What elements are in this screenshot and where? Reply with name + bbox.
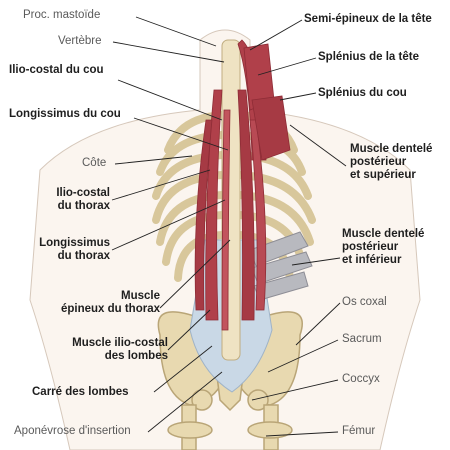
label-ilio-costal-cou: Ilio-costal du cou (9, 64, 104, 77)
label-dentele-inferieur: Muscle dentelé postérieur et inférieur (342, 228, 424, 267)
label-femur: Fémur (342, 425, 375, 438)
label-longissimus-thorax-line1: Longissimus (28, 237, 110, 250)
label-vertebre: Vertèbre (58, 35, 101, 48)
label-longissimus-thorax: Longissimus du thorax (28, 237, 110, 263)
label-longissimus-thorax-line2: du thorax (28, 250, 110, 263)
label-proc-mastoide: Proc. mastoïde (23, 9, 100, 22)
label-longissimus-cou: Longissimus du cou (9, 108, 121, 121)
label-cote: Côte (82, 157, 106, 170)
label-epineux-thorax-line2: épineux du thorax (50, 303, 160, 316)
label-dentele-superieur-line2: postérieur (350, 156, 432, 169)
label-sacrum: Sacrum (342, 333, 382, 346)
label-coccyx: Coccyx (342, 373, 380, 386)
label-ilio-costal-thorax-line2: du thorax (40, 200, 110, 213)
label-dentele-inferieur-line1: Muscle dentelé (342, 228, 424, 241)
label-ilio-costal-thorax: Ilio-costal du thorax (40, 187, 110, 213)
label-carre-lombes: Carré des lombes (32, 386, 129, 399)
label-iliocostal-lombes-line2: des lombes (28, 350, 168, 363)
label-dentele-inferieur-line3: et inférieur (342, 254, 424, 267)
label-iliocostal-lombes: Muscle ilio-costal des lombes (28, 337, 168, 363)
label-iliocostal-lombes-line1: Muscle ilio-costal (28, 337, 168, 350)
label-epineux-thorax-line1: Muscle (50, 290, 160, 303)
label-ilio-costal-thorax-line1: Ilio-costal (40, 187, 110, 200)
label-dentele-superieur-line3: et supérieur (350, 169, 432, 182)
label-epineux-thorax: Muscle épineux du thorax (50, 290, 160, 316)
label-os-coxal: Os coxal (342, 296, 387, 309)
label-semi-epineux-tete: Semi-épineux de la tête (304, 13, 432, 26)
label-dentele-superieur: Muscle dentelé postérieur et supérieur (350, 143, 432, 182)
label-dentele-superieur-line1: Muscle dentelé (350, 143, 432, 156)
label-splenius-cou: Splénius du cou (318, 87, 407, 100)
label-splenius-tete: Splénius de la tête (318, 51, 419, 64)
label-aponevrose: Aponévrose d'insertion (14, 425, 131, 438)
label-dentele-inferieur-line2: postérieur (342, 241, 424, 254)
